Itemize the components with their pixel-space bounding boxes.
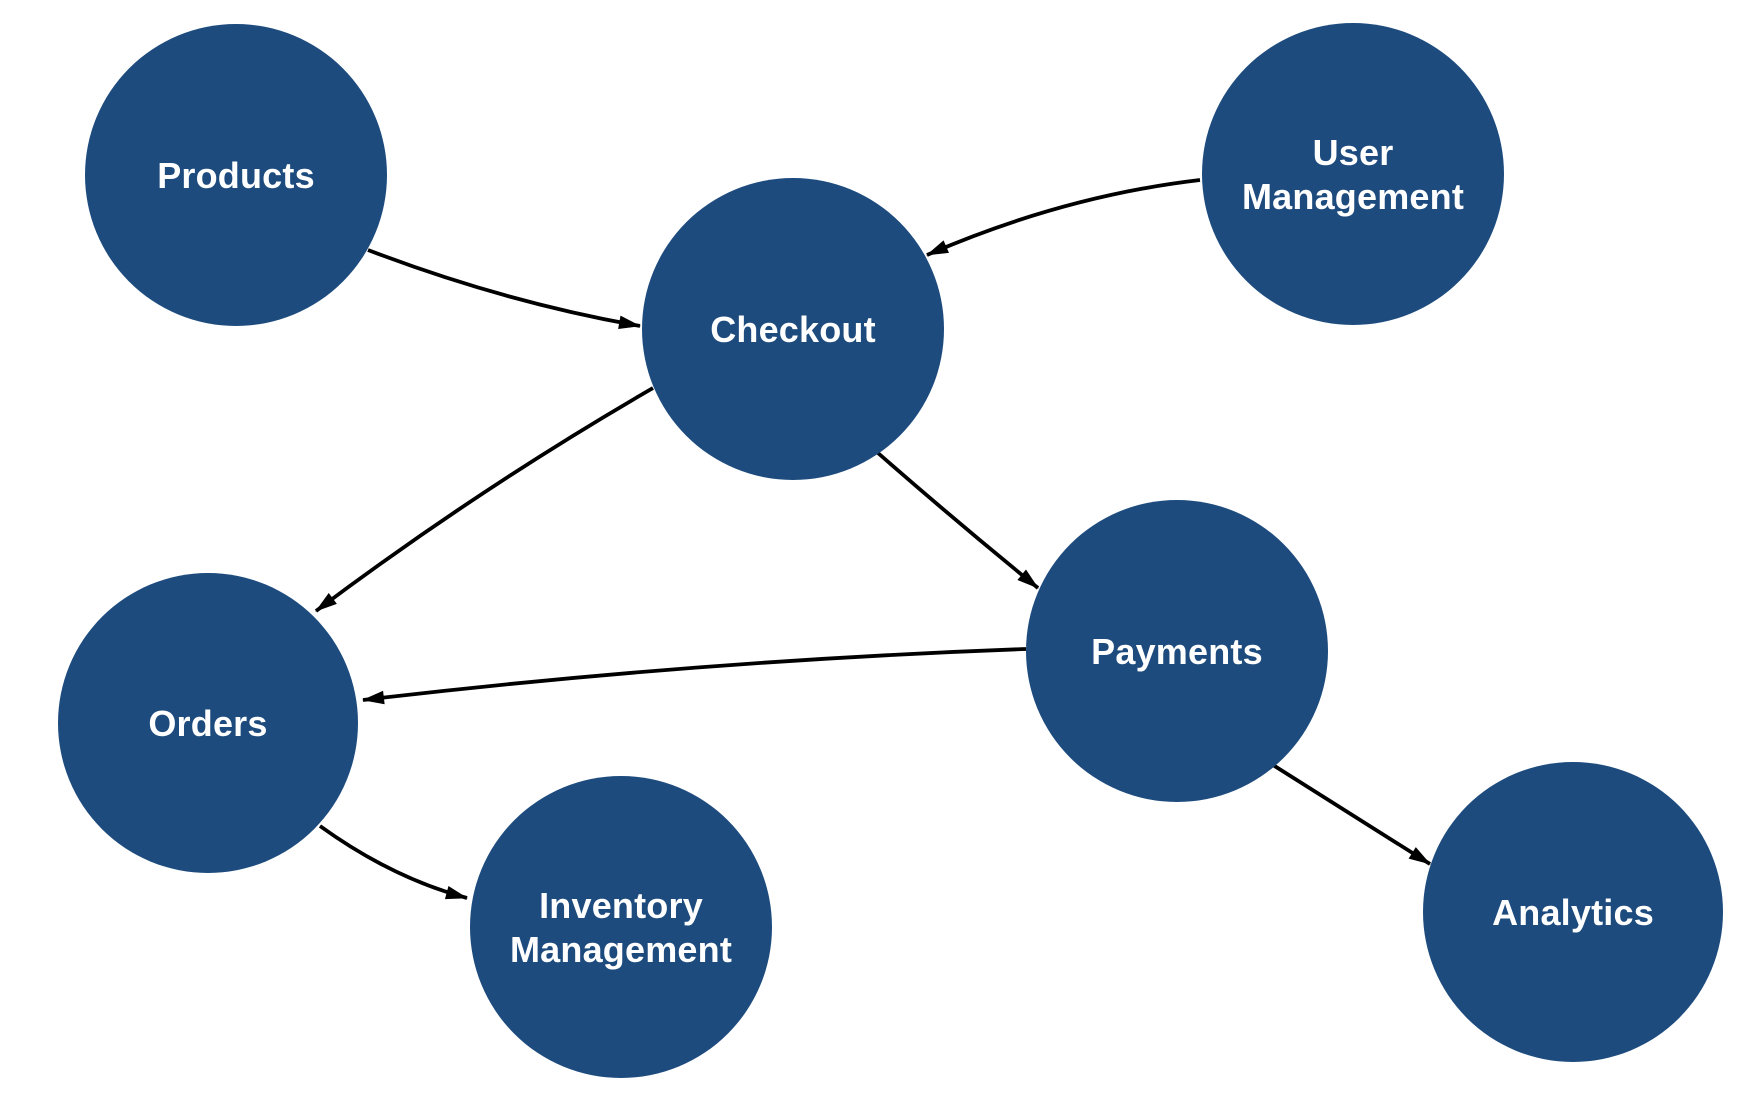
node-products-circle [85,24,387,326]
node-payments-circle [1026,500,1328,802]
edge-payments-to-analytics [1271,763,1432,866]
node-inventory-management-label-line: Management [510,929,732,970]
node-checkout-label: Checkout [710,309,876,350]
node-analytics-label: Analytics [1492,892,1654,933]
node-products-label-line: Products [157,155,315,196]
node-payments: Payments [1026,500,1328,802]
edge-orders-to-inventory-management [318,824,468,900]
node-analytics-label-line: Analytics [1492,892,1654,933]
node-products: Products [85,24,387,326]
node-orders-label-line: Orders [148,703,267,744]
node-analytics-circle [1423,762,1723,1062]
node-analytics: Analytics [1423,762,1723,1062]
node-checkout-label-line: Checkout [710,309,876,350]
edge-checkout-to-payments [876,451,1040,590]
node-inventory-management-label-line: Inventory [539,885,703,926]
node-payments-label-line: Payments [1091,631,1263,672]
node-inventory-management-circle [470,776,772,1078]
node-products-label: Products [157,155,315,196]
node-user-management-label-line: User [1313,132,1394,173]
edge-user-management-to-checkout [926,178,1201,257]
node-orders-circle [58,573,358,873]
node-orders-label: Orders [148,703,267,744]
edge-payments-to-orders [362,647,1027,705]
node-payments-label: Payments [1091,631,1263,672]
node-user-management-label-line: Management [1242,176,1464,217]
node-checkout: Checkout [642,178,944,480]
node-checkout-circle [642,178,944,480]
node-user-management-circle [1202,23,1504,325]
node-orders: Orders [58,573,358,873]
edge-checkout-to-orders [314,386,654,613]
edge-products-to-checkout [367,248,641,330]
